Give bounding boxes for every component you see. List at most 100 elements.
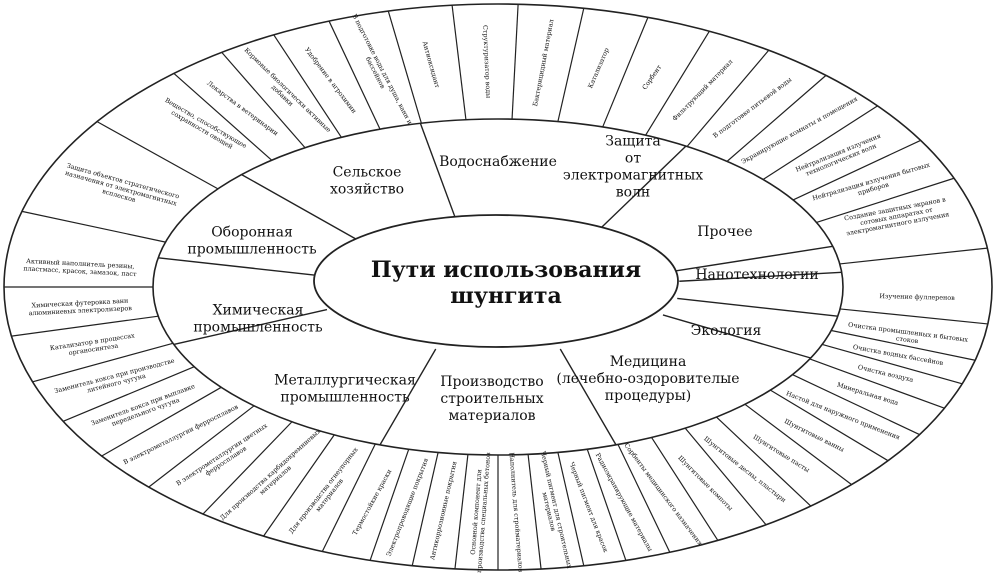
application-label-line: Шунгитовые ванны: [783, 417, 845, 454]
application-label: Заменитель кокса при выплавкепередельног…: [90, 382, 196, 428]
application-label: Черный пигмент для красок: [567, 461, 609, 554]
sector-label-water: Водоснабжение: [439, 154, 557, 170]
sector-label-metallurgy: Металлургическая: [274, 373, 416, 389]
inner-divider: [241, 173, 364, 244]
application-label: Наполнитель для стройматериалов: [508, 452, 525, 573]
application-label: Антиоксидант: [421, 40, 442, 89]
application-label-line: Удобрение в агрохимии: [303, 46, 358, 115]
application-label-line: Фильтрующий материал: [671, 58, 735, 123]
outer-divider: [62, 366, 195, 422]
sector-label-metallurgy: промышленность: [280, 390, 410, 406]
sector-label-emw: Защита: [605, 134, 661, 150]
application-label-line: Черный пигмент для строительных: [539, 450, 574, 569]
sector-label-defense: Оборонная: [211, 225, 293, 241]
sector-label-emw: волн: [616, 185, 651, 201]
outer-divider: [328, 20, 381, 130]
inner-divider: [662, 314, 811, 359]
outer-divider: [221, 51, 306, 149]
sector-label-medicine: Медицина: [610, 354, 687, 370]
application-label: Очистка воздуха: [857, 363, 914, 384]
sector-label-chemical: промышленность: [193, 320, 323, 336]
inner-divider: [679, 271, 842, 282]
outer-divider: [527, 454, 542, 569]
inner-divider: [674, 245, 833, 272]
outer-divider: [831, 329, 976, 361]
inner-radial-dividers: [158, 123, 842, 446]
sector-label-emw: электромагнитных: [563, 168, 703, 184]
application-label-line: Структуризатор воды: [481, 25, 492, 98]
application-label: Термостойкие краски: [351, 468, 394, 537]
outer-divider: [617, 444, 671, 553]
outer-divider: [557, 452, 585, 566]
outer-divider: [686, 49, 770, 147]
application-label-line: Бактерицидный материал: [531, 19, 555, 107]
application-label-line: Изучение фуллеренов: [879, 292, 955, 302]
outer-divider: [809, 358, 945, 409]
sector-label-chemical: Химическая: [213, 303, 304, 319]
application-label-line: Термостойкие краски: [351, 468, 394, 537]
application-label: Шунгитовые ванны: [783, 417, 845, 454]
sector-labels: ВодоснабжениеЗащитаотэлектромагнитныхвол…: [187, 134, 818, 425]
center-title: Пути использования шунгита: [371, 257, 641, 309]
outer-divider: [411, 452, 439, 566]
application-label-line: Для производства огнеупорных: [287, 445, 360, 535]
application-label-line: Черный пигмент для красок: [567, 461, 609, 554]
outer-divider: [321, 443, 376, 552]
application-label-line: Сорбент: [641, 63, 664, 91]
application-label-line: Очистка водных бассейнов: [852, 343, 944, 367]
sector-label-agriculture: хозяйство: [330, 182, 404, 198]
outer-divider: [770, 389, 889, 462]
application-label: Защита объектов стратегическогоназначени…: [64, 161, 180, 207]
middle-ring: [152, 118, 844, 456]
outer-divider: [716, 416, 812, 507]
outer-divider: [511, 4, 519, 120]
sector-label-agriculture: Сельское: [333, 165, 402, 181]
application-label: Удобрение в агрохимии: [303, 46, 358, 115]
outer-divider: [32, 342, 174, 383]
outer-divider: [744, 403, 852, 486]
outer-divider: [684, 427, 767, 526]
outer-divider: [839, 247, 988, 265]
sector-label-construction: Производство: [440, 374, 543, 390]
sector-label-defense: промышленность: [187, 242, 317, 258]
application-label: Черный пигмент для строительныхматериало…: [539, 450, 574, 569]
application-label: Очистка водных бассейнов: [852, 343, 944, 367]
inner-divider: [596, 145, 687, 233]
application-label: Сорбенты медицинского назначения: [622, 442, 704, 548]
outer-divider: [792, 139, 921, 201]
application-label-line: В подготовке воды для душа, ванн и: [350, 13, 414, 126]
inner-divider: [559, 348, 617, 446]
inner-divider: [677, 297, 838, 317]
outer-divider: [202, 421, 293, 515]
outer-divider: [173, 72, 273, 161]
application-label: Изучение фуллеренов: [879, 292, 955, 302]
application-label-line: Шунгитовые пасты: [752, 433, 811, 474]
outer-radial-dividers: [4, 4, 988, 570]
sector-label-construction: материалов: [448, 408, 535, 424]
outer-divider: [101, 386, 222, 457]
outer-divider: [454, 454, 469, 569]
outer-divider: [21, 210, 166, 243]
application-label-line: Минеральная вода: [836, 381, 899, 407]
outer-divider: [816, 177, 955, 224]
application-label-line: В подготовке питьевой воды: [711, 76, 793, 140]
sector-label-medicine: (лечебно-оздоровителые: [556, 371, 739, 387]
outer-ring: [3, 3, 993, 571]
inner-divider: [419, 123, 458, 223]
outer-divider: [557, 8, 585, 122]
application-label: Активный наполнитель резины,пластмасс, к…: [23, 257, 137, 278]
outer-divider: [96, 121, 219, 190]
outer-divider: [726, 74, 827, 162]
outer-divider: [263, 434, 335, 537]
inner-divider: [173, 308, 328, 346]
application-label-line: Сорбенты медицинского назначения: [622, 442, 704, 548]
outer-divider: [586, 449, 627, 561]
application-label: Шунгитовые компоты: [676, 454, 734, 512]
application-label: Катализатор: [586, 47, 610, 90]
sector-label-construction: строительных: [440, 391, 543, 407]
